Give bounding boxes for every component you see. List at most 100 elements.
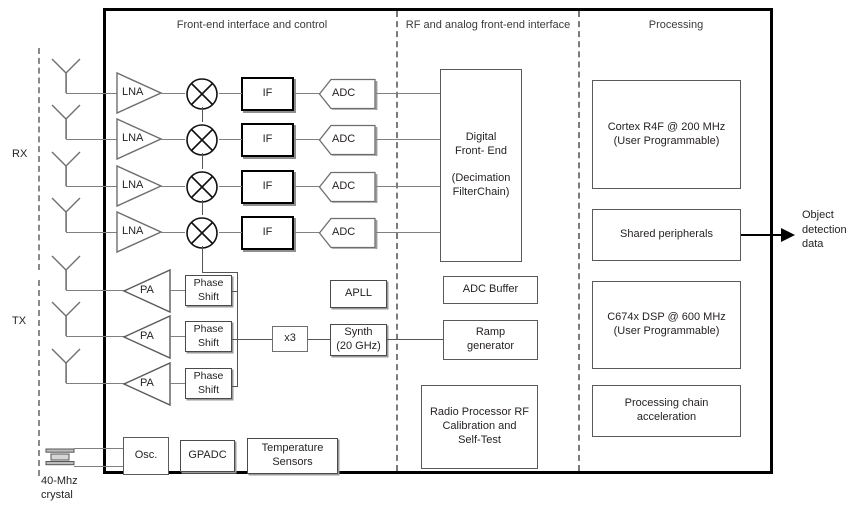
adc-block-2-label: ADC — [332, 133, 356, 145]
tx-antenna-3 — [48, 347, 88, 394]
lo-bus-tap-3 — [231, 386, 238, 387]
rx-antenna-drop-3 — [66, 166, 67, 186]
processing-chain-accel-block: Processing chain acceleration — [592, 385, 741, 437]
rx-antenna-wire-4 — [66, 232, 125, 233]
lo-wire-mixer3-4 — [202, 200, 203, 215]
label-tx: TX — [12, 315, 27, 327]
if-adc-wire-3 — [294, 186, 320, 187]
osc-block: Osc. — [123, 437, 169, 475]
tx-antenna-drop-3 — [66, 363, 67, 383]
phase-shift-block-1: Phase Shift — [185, 275, 232, 306]
rx-antenna-wire-2 — [66, 139, 125, 140]
lna-mixer-wire-1 — [161, 93, 185, 94]
adc-block-2 — [318, 124, 378, 161]
mixer-if-wire-3 — [219, 186, 242, 187]
crystal-symbol-icon — [43, 443, 83, 474]
if-block-1: IF — [241, 77, 294, 111]
section-title-processing: Processing — [648, 19, 704, 31]
if-block-3: IF — [241, 170, 294, 204]
divider-frontend-rf — [396, 11, 398, 471]
crystal-osc-wire-bottom — [74, 466, 125, 467]
adc-dfe-wire-1 — [376, 93, 440, 94]
lna-3 — [115, 164, 163, 208]
mixer-3 — [184, 169, 220, 210]
mixer-if-wire-1 — [219, 93, 242, 94]
label-rx: RX — [12, 148, 28, 160]
adc-block-1-label: ADC — [332, 87, 356, 99]
adc-dfe-wire-3 — [376, 186, 440, 187]
lna-mixer-wire-2 — [161, 139, 185, 140]
lna-mixer-wire-4 — [161, 232, 185, 233]
adc-block-3-label: ADC — [332, 180, 356, 192]
adc-dfe-wire-4 — [376, 232, 440, 233]
if-block-4: IF — [241, 216, 294, 250]
synth-ramp-wire — [387, 339, 444, 340]
lna-mixer-wire-3 — [161, 186, 185, 187]
section-title-frontend: Front-end interface and control — [176, 19, 328, 31]
pa-1-label: PA — [140, 284, 154, 296]
lo-wire-mixer1-2 — [202, 107, 203, 122]
multiplier-x3-block: x3 — [272, 326, 308, 352]
cortex-r4f-block: Cortex R4F @ 200 MHz (User Programmable) — [592, 80, 741, 189]
rx-antenna-drop-1 — [66, 73, 67, 93]
mixer-if-wire-4 — [219, 232, 242, 233]
rx-antenna-2 — [48, 103, 88, 150]
mixer-4 — [184, 215, 220, 256]
tx-antenna-1 — [48, 254, 88, 301]
tx-antenna-wire-1 — [66, 290, 126, 291]
lna-3-label: LNA — [122, 179, 144, 191]
output-arrowhead-icon — [781, 227, 797, 248]
pa-phaseshift-wire-1 — [170, 290, 186, 291]
lna-4-label: LNA — [122, 225, 144, 237]
adc-block-4-label: ADC — [332, 226, 356, 238]
pa-3 — [122, 361, 172, 407]
rx-boundary-dashed-line — [38, 48, 40, 270]
lna-1-label: LNA — [122, 86, 144, 98]
shared-peripherals-block: Shared peripherals — [592, 209, 741, 261]
digital-front-end-block: Digital Front- End (Decimation FilterCha… — [440, 69, 522, 262]
c674x-dsp-block: C674x DSP @ 600 MHz (User Programmable) — [592, 281, 741, 369]
if-adc-wire-1 — [294, 93, 320, 94]
mixer-if-wire-2 — [219, 139, 242, 140]
phase-shift-block-3: Phase Shift — [185, 368, 232, 399]
crystal-osc-wire-top — [74, 448, 125, 449]
apll-block: APLL — [330, 280, 387, 308]
lna-1 — [115, 71, 163, 115]
output-label-object-detection-data: Object detection data — [802, 209, 847, 251]
tx-boundary-dashed-line — [38, 280, 40, 476]
tx-antenna-wire-3 — [66, 383, 126, 384]
ramp-generator-block: Ramp generator — [443, 320, 538, 360]
tx-antenna-drop-2 — [66, 316, 67, 336]
rx-antenna-drop-4 — [66, 212, 67, 232]
lo-wire-to-bus — [202, 272, 238, 273]
pa-2 — [122, 314, 172, 360]
phaseshift-x3-wire — [231, 339, 273, 340]
pa-phaseshift-wire-2 — [170, 336, 186, 337]
if-adc-wire-2 — [294, 139, 320, 140]
tx-antenna-wire-2 — [66, 336, 126, 337]
lna-2-label: LNA — [122, 132, 144, 144]
radio-processor-block: Radio Processor RF Calibration and Self-… — [421, 385, 538, 469]
tx-antenna-drop-1 — [66, 270, 67, 290]
pa-2-label: PA — [140, 330, 154, 342]
section-title-rf-analog: RF and analog front-end interface — [405, 19, 571, 31]
lna-2 — [115, 117, 163, 161]
lo-wire-mixer4-down — [202, 246, 203, 272]
lo-bus-vertical — [237, 272, 238, 387]
lo-wire-mixer2-3 — [202, 153, 203, 169]
rx-antenna-drop-2 — [66, 119, 67, 139]
adc-buffer-block: ADC Buffer — [443, 276, 538, 304]
rx-antenna-3 — [48, 150, 88, 197]
divider-rf-processing — [578, 11, 580, 471]
crystal-caption: 40-Mhz crystal — [41, 475, 78, 502]
adc-block-3 — [318, 171, 378, 208]
adc-block-4 — [318, 217, 378, 254]
if-block-2: IF — [241, 123, 294, 157]
phase-shift-block-2: Phase Shift — [185, 321, 232, 352]
pa-phaseshift-wire-3 — [170, 383, 186, 384]
adc-block-1 — [318, 78, 378, 115]
output-wire — [741, 234, 785, 236]
x3-synth-wire — [308, 339, 330, 340]
adc-dfe-wire-2 — [376, 139, 440, 140]
